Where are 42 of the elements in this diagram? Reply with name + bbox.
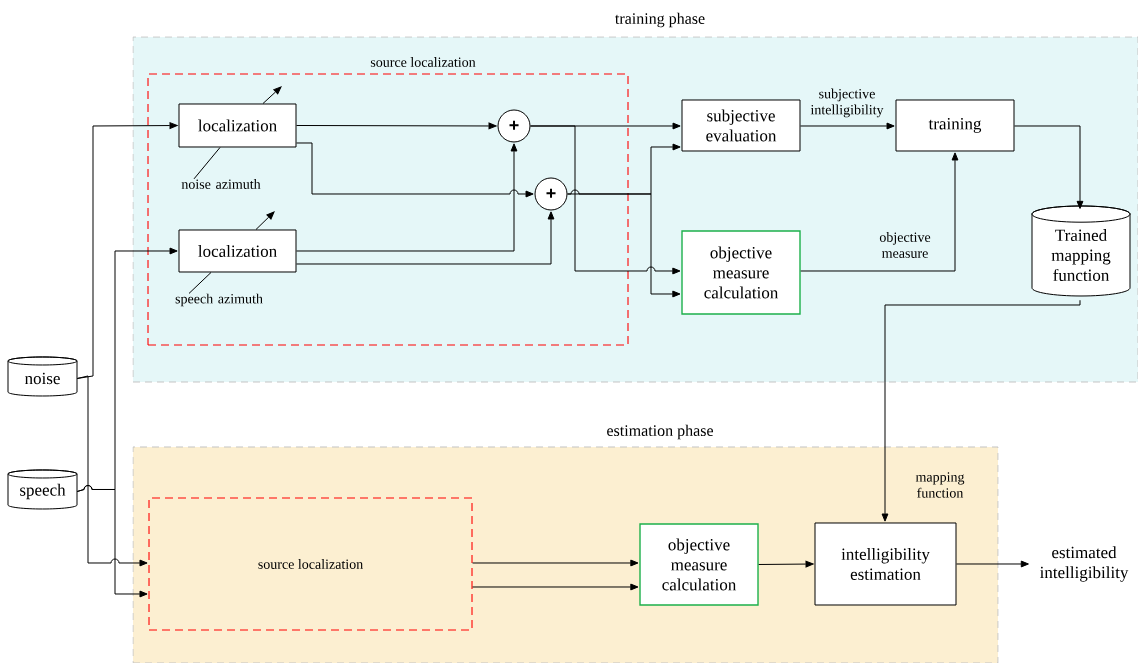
edge-label: mapping function — [915, 472, 965, 498]
dashed-group-box: source localization — [148, 497, 473, 631]
azimuth-label: speech azimuth — [175, 293, 263, 307]
process-box: objective measure calculation — [681, 230, 801, 315]
arrow — [296, 211, 555, 265]
arrow — [567, 193, 681, 298]
database-cylinder: noise — [7, 356, 78, 397]
process-box: objective measure calculation — [639, 523, 759, 606]
arrow — [255, 211, 275, 230]
edge-label: subjective intelligibility — [810, 88, 884, 118]
arrow — [296, 142, 534, 198]
node-label: training phase — [615, 12, 705, 28]
arrow — [76, 375, 148, 567]
output-label: estimated intelligibility — [1040, 546, 1129, 582]
summing-junction: + — [534, 177, 568, 211]
arrow — [472, 559, 639, 567]
database-cylinder: Trained mapping function — [1031, 205, 1131, 297]
leader-line — [188, 272, 212, 294]
database-cylinder: speech — [7, 469, 78, 510]
process-box: subjective evaluation — [681, 99, 801, 152]
edge-label: objective measure — [879, 232, 931, 258]
arrow — [76, 485, 148, 598]
arrow — [472, 583, 639, 591]
process-box: localization — [178, 103, 297, 148]
arrow — [296, 143, 518, 252]
azimuth-label: noise azimuth — [181, 179, 261, 189]
arrow — [881, 299, 1081, 522]
process-box: intelligibility estimation — [814, 522, 957, 606]
arrow — [800, 152, 959, 272]
process-box: localization — [178, 229, 297, 273]
leader-line — [193, 147, 221, 180]
arrow — [1014, 125, 1084, 209]
summing-junction: + — [497, 109, 531, 143]
arrow — [758, 560, 814, 568]
arrow — [530, 125, 681, 275]
arrow — [956, 560, 1029, 568]
arrow — [800, 122, 895, 130]
node-label: source localization — [370, 57, 476, 67]
process-box: training — [895, 99, 1015, 152]
node-label: estimation phase — [607, 424, 713, 440]
arrow — [296, 122, 497, 130]
arrow — [262, 86, 282, 104]
